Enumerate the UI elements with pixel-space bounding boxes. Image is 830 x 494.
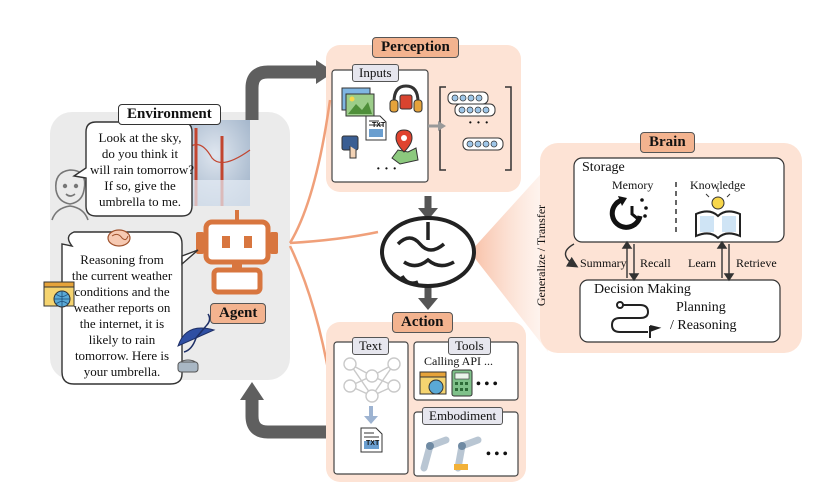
- embodiment-label: Embodiment: [422, 407, 504, 425]
- small-brain-icon: [107, 229, 131, 247]
- inputs-label: Inputs: [352, 64, 399, 82]
- calling-api-label: Calling API ...: [424, 354, 494, 368]
- header-caption: [300, 0, 620, 6]
- neural-network-icon: [343, 357, 401, 403]
- agent-line: your umbrella.: [83, 364, 161, 379]
- action-to-env-arrow: [245, 398, 326, 439]
- retrieve-label: Retrieve: [736, 256, 777, 270]
- learn-label: Learn: [688, 256, 716, 270]
- brain-icon: [380, 216, 476, 288]
- generalize-arrow: [564, 243, 579, 268]
- umbrella-icon: [177, 313, 216, 373]
- tools-browser-icon: [419, 371, 447, 395]
- summary-label: Summary: [580, 256, 627, 270]
- action-title: Action: [392, 312, 453, 333]
- hand-touch-icon: [341, 135, 359, 159]
- human-line: do you think it: [101, 146, 179, 161]
- human-line: will rain tomorrow?: [90, 162, 194, 177]
- human-line: umbrella to me.: [99, 194, 181, 209]
- token-stack-icon: [447, 91, 504, 151]
- planning-label: Planning: [676, 300, 726, 315]
- agent-line: likely to rain: [88, 332, 156, 347]
- headphones-icon: [389, 84, 423, 113]
- calculator-icon: [451, 369, 473, 397]
- person-icon: [51, 169, 89, 221]
- embodiment-ellipsis: • • •: [486, 447, 508, 462]
- human-bubble-text: Look at the sky, do you think it will ra…: [90, 130, 194, 210]
- environment-title: Environment: [118, 104, 221, 125]
- brain-title: Brain: [640, 132, 695, 153]
- memory-label: Memory: [612, 178, 654, 192]
- tokens-ellipsis: · · ·: [468, 116, 490, 131]
- generalize-label: Generalize / Transfer: [534, 204, 549, 307]
- recall-label: Recall: [640, 256, 671, 270]
- reasoning-label: / Reasoning: [670, 318, 737, 333]
- storage-label: Storage: [582, 160, 625, 175]
- action-text-file-icon: [360, 427, 383, 453]
- path-planning-icon: [610, 301, 662, 338]
- agent-line: Reasoning from: [80, 252, 164, 267]
- agent-line: weather reports on: [73, 300, 171, 315]
- text-file-icon: [365, 115, 387, 141]
- image-icon: [341, 87, 375, 117]
- human-line: If so, give the: [104, 178, 176, 193]
- perception-title: Perception: [372, 37, 459, 58]
- agent-bubble-text: Reasoning from the current weather condi…: [66, 252, 178, 380]
- agent-line: the current weather: [71, 268, 173, 283]
- agent-line: the internet, it is: [79, 316, 165, 331]
- action-txt-label: TXT: [366, 440, 380, 447]
- human-speech-bubble: [72, 121, 193, 217]
- storage-decision-arrows: [621, 240, 735, 282]
- knowledge-label: Knowledge: [690, 178, 746, 192]
- agent-line: tomorrow. Here is: [74, 348, 170, 363]
- tools-label: Tools: [448, 337, 491, 355]
- book-lightbulb-icon: [695, 188, 741, 240]
- text-label: Text: [352, 337, 389, 355]
- perception-txt-label: TXT: [372, 122, 386, 129]
- robot-agent-icon: [196, 210, 278, 295]
- env-to-perception-arrow: [245, 65, 318, 120]
- decision-box: [579, 279, 781, 343]
- brain-beam: [470, 166, 548, 352]
- browser-globe-icon: [43, 281, 75, 308]
- clock-memory-icon: [609, 196, 648, 230]
- agent-line: conditions and the: [74, 284, 170, 299]
- tools-ellipsis: • • •: [476, 377, 498, 392]
- map-pin-icon: [391, 129, 419, 165]
- robot-arm-icon: [420, 436, 482, 472]
- agent-speech-bubble: [61, 231, 183, 385]
- decision-making-label: Decision Making: [594, 282, 691, 297]
- agent-label: Agent: [210, 303, 267, 324]
- inputs-ellipsis: · · ·: [376, 162, 398, 177]
- human-line: Look at the sky,: [98, 130, 182, 145]
